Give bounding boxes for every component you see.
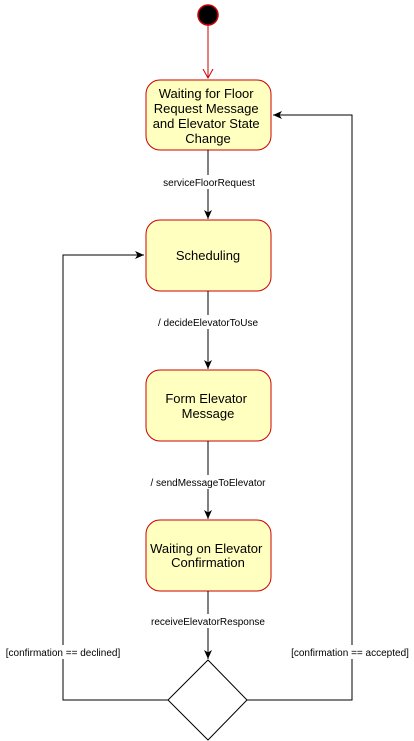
choice-decision[interactable] xyxy=(167,659,248,741)
transition-accepted[interactable] xyxy=(247,111,353,701)
label-service-floor-request: serviceFloorRequest xyxy=(163,178,255,189)
initial-state[interactable] xyxy=(197,4,219,26)
state-waiting-confirmation[interactable]: Waiting on Elevator Confirmation xyxy=(145,519,272,592)
label-guard-declined: [confirmation == declined] xyxy=(6,648,121,659)
transition-declined[interactable] xyxy=(62,251,168,701)
state-scheduling[interactable]: Scheduling xyxy=(145,219,272,292)
svg-text:Waiting on Elevator Conf: Waiting on Elevator Confirmation xyxy=(150,541,266,570)
state-label-line: Change xyxy=(185,131,231,146)
label-bg xyxy=(152,315,264,329)
state-label-line: Waiting for Floor xyxy=(159,86,255,101)
state-label-line: Message xyxy=(182,406,235,421)
state-waiting-floor-request[interactable]: Waiting for Floor Request Message and El… xyxy=(145,79,272,151)
state-label-line: Request Message xyxy=(154,101,259,116)
label-bg xyxy=(156,175,262,189)
state-label-line: Form Elevator xyxy=(165,391,247,406)
label-decide-elevator: / decideElevatorToUse xyxy=(158,318,258,329)
label-bg xyxy=(144,614,272,628)
svg-text:Scheduling: Scheduling xyxy=(176,248,240,263)
label-bg xyxy=(286,645,414,659)
state-form-elevator-message[interactable]: Form Elevator Message xyxy=(145,369,272,442)
label-bg xyxy=(2,645,126,659)
label-guard-accepted: [confirmation == accepted] xyxy=(291,648,409,659)
label-receive-response: receiveElevatorResponse xyxy=(151,617,265,628)
state-label-line: and Elevator State xyxy=(153,116,260,131)
label-bg xyxy=(144,475,272,489)
state-label-line: Scheduling xyxy=(176,248,240,263)
svg-text:Form Elevator Message: Form Elevator Message xyxy=(165,391,250,421)
svg-text:Waiting for Floor Reques: Waiting for Floor Request Message and El… xyxy=(153,86,264,146)
state-label-line: Confirmation xyxy=(171,555,245,570)
label-send-message: / sendMessageToElevator xyxy=(150,478,266,489)
state-label-line: Waiting on Elevator xyxy=(150,541,263,556)
